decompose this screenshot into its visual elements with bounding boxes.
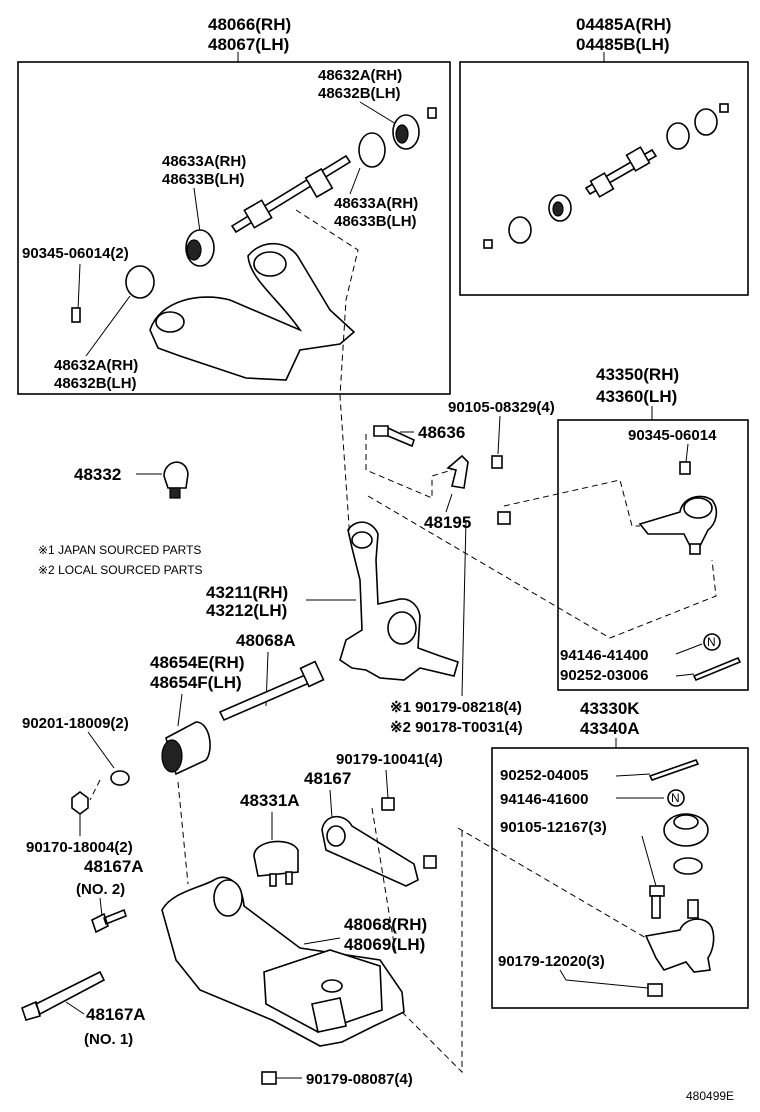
bushing-front-right bbox=[358, 132, 386, 168]
upper-arm-box bbox=[17, 61, 451, 395]
upper-ball-joint-box bbox=[557, 419, 749, 691]
bushing-48654f-lh-label: 48654F(LH) bbox=[150, 673, 242, 692]
bolt-upper-arm bbox=[71, 307, 81, 323]
lower-ball-joint bbox=[644, 918, 715, 973]
bushing-48633b-lh-right-label: 48633B(LH) bbox=[334, 213, 417, 230]
bolt-48167a-no1-label: 48167A bbox=[86, 1005, 146, 1024]
upper-ball-joint-lh-label: 43360(LH) bbox=[596, 387, 677, 406]
lower-arm-rh-label: 48068(RH) bbox=[344, 915, 427, 934]
nut-90201-18009-label: 90201-18009(2) bbox=[22, 715, 129, 732]
bushing-48633a-rh-left-label: 48633A(RH) bbox=[162, 153, 246, 170]
bracket-48195-label: 48195 bbox=[424, 513, 471, 532]
drawing-number: 480499E bbox=[686, 1089, 734, 1103]
cotter-pin-94146-41600-icon bbox=[667, 789, 685, 807]
bolt-90105-08329-label: 90105-08329(4) bbox=[448, 399, 555, 416]
cotter-pin-90252-03006 bbox=[692, 656, 742, 682]
bolt-48167a-no2 bbox=[91, 908, 127, 934]
note-japan-sourced: ※1 JAPAN SOURCED PARTS bbox=[38, 543, 201, 557]
bushing-rear-left bbox=[125, 265, 155, 299]
nut-90170-18004-label: 90170-18004(2) bbox=[26, 839, 133, 856]
bushing-48633a-rh-right-label: 48633A(RH) bbox=[334, 195, 418, 212]
nut-90179-08087-label: 90179-08087(4) bbox=[306, 1071, 413, 1088]
bushing-48633b-lh-left-label: 48633B(LH) bbox=[162, 171, 245, 188]
kit-bushing-3 bbox=[666, 122, 690, 150]
bracket-48195 bbox=[446, 454, 469, 489]
bushing-48654e-rh-label: 48654E(RH) bbox=[150, 653, 245, 672]
nut-90178-t0031-label: ※2 90178-T0031(4) bbox=[390, 719, 523, 736]
note-local-sourced: ※2 LOCAL SOURCED PARTS bbox=[38, 563, 203, 577]
pin-90252-03006-label: 90252-03006 bbox=[560, 667, 648, 684]
bolt-90105-12167-label: 90105-12167(3) bbox=[500, 819, 607, 836]
bushing-48632a-rh-label: 48632A(RH) bbox=[318, 67, 402, 84]
bolt-48068a-label: 48068A bbox=[236, 631, 296, 650]
washer-90201 bbox=[110, 770, 130, 786]
bumper-48332-label: 48332 bbox=[74, 465, 121, 484]
svg-text:N: N bbox=[671, 791, 680, 805]
arm-48167 bbox=[321, 815, 419, 887]
shaft-nut-left bbox=[243, 199, 273, 229]
upper-control-arm bbox=[149, 242, 356, 381]
bushing-48632b-lh-label: 48632B(LH) bbox=[318, 85, 401, 102]
upper-arm-rh-label: 48066(RH) bbox=[208, 15, 291, 34]
bushing-48632a-rh-bottom-label: 48632A(RH) bbox=[54, 357, 138, 374]
bumper-48331a-label: 48331A bbox=[240, 791, 300, 810]
bushing-48632b-lh-bottom-label: 48632B(LH) bbox=[54, 375, 137, 392]
lower-ball-joint-box bbox=[491, 747, 749, 1009]
bolt-90345-06014-2-label: 90345-06014(2) bbox=[22, 245, 129, 262]
bolt-48636-label: 48636 bbox=[418, 423, 465, 442]
bolt-48636 bbox=[373, 425, 415, 448]
pin-90252-04005-label: 90252-04005 bbox=[500, 767, 588, 784]
lower-ring bbox=[673, 857, 703, 875]
lower-arm-lh-label: 48069(LH) bbox=[344, 935, 425, 954]
lower-ball-joint-a-label: 43340A bbox=[580, 719, 640, 738]
cotter-pin-94146-41400-label: 94146-41400 bbox=[560, 647, 648, 664]
no1-label: (NO. 1) bbox=[84, 1031, 133, 1048]
kit-bushing-1 bbox=[508, 216, 532, 244]
knuckle-rh-label: 43211(RH) bbox=[206, 583, 288, 602]
pin-94146-41600-label: 94146-41600 bbox=[500, 791, 588, 808]
cotter-pin-90252-04005 bbox=[648, 759, 700, 781]
kit-bushing-4 bbox=[694, 108, 718, 136]
steering-knuckle bbox=[339, 521, 459, 681]
bumper-48332 bbox=[163, 461, 189, 489]
lower-ball-joint-k-label: 43330K bbox=[580, 699, 640, 718]
svg-text:N: N bbox=[707, 635, 716, 649]
bushing-kit-lh-label: 04485B(LH) bbox=[576, 35, 670, 54]
bumper-48331a bbox=[253, 840, 299, 877]
bolt-48167a-no1 bbox=[21, 970, 106, 1021]
bolt-90345-06014-label: 90345-06014 bbox=[628, 427, 717, 444]
nut-90179-08218-label: ※1 90179-08218(4) bbox=[390, 699, 522, 716]
cotter-pin-n-icon bbox=[703, 633, 721, 651]
nut-90170-18004 bbox=[71, 791, 89, 815]
bolt-48167a-no2-label: 48167A bbox=[84, 857, 144, 876]
bushing-kit-rh-label: 04485A(RH) bbox=[576, 15, 671, 34]
nut-90179-12020-label: 90179-12020(3) bbox=[498, 953, 605, 970]
shaft-nut-right bbox=[304, 167, 334, 199]
arm-48167-label: 48167 bbox=[304, 769, 351, 788]
no2-label: (NO. 2) bbox=[76, 881, 125, 898]
knuckle-lh-label: 43212(LH) bbox=[206, 601, 287, 620]
upper-ball-joint-rh-label: 43350(RH) bbox=[596, 365, 679, 384]
upper-arm-lh-label: 48067(LH) bbox=[208, 35, 289, 54]
nut-90179-10041-label: 90179-10041(4) bbox=[336, 751, 443, 768]
